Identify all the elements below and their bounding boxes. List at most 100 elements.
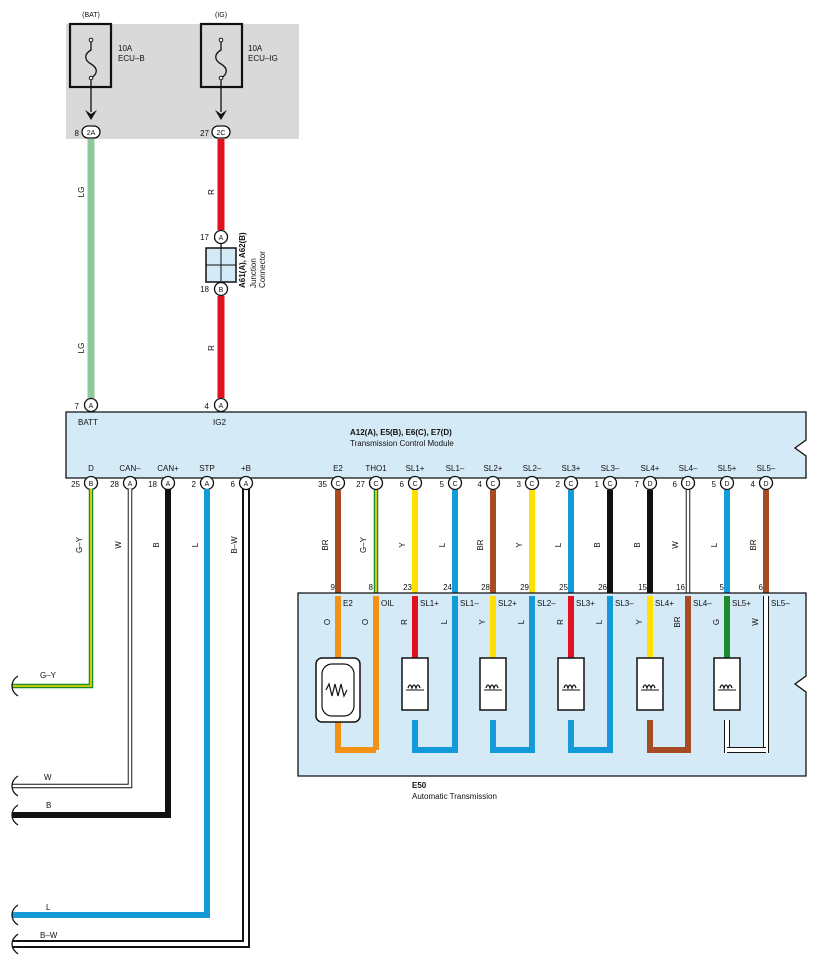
tcm-pin-connector: C [447, 475, 463, 491]
junction-line2: Connector [258, 251, 267, 288]
transmission-pin-num: 9 [331, 583, 336, 592]
wire-code-label: G–Y [75, 536, 84, 553]
wire-code-label: L [710, 542, 719, 547]
inner-wire-label: Y [635, 619, 644, 625]
tcm-top-pin-connector [83, 397, 99, 413]
wire-break-icon [11, 775, 19, 797]
tcm-pin-num: 4 [478, 480, 483, 489]
transmission-pin-num: 8 [369, 583, 374, 592]
junction-ref: A61(A), A62(B) [238, 232, 247, 288]
wire-break-icon [11, 904, 19, 926]
ig-label: (IG) [215, 12, 227, 19]
fuse-icon [215, 40, 227, 87]
tcm-pin-code: C [568, 481, 573, 488]
left-harness [11, 489, 250, 955]
tcm-top-pin-num: 7 [75, 402, 80, 411]
tcm-pin-num: 28 [110, 480, 119, 489]
transmission-pin-name: SL4– [693, 599, 712, 608]
connector-2a [81, 125, 101, 139]
transmission-pin-name: SL5– [771, 599, 790, 608]
lead-label-b: B [46, 801, 51, 810]
tcm-pin-name: SL1+ [406, 464, 425, 473]
wire-break-icon [11, 804, 19, 826]
fuse-box [66, 24, 299, 139]
tcm-pin-name: SL3– [601, 464, 620, 473]
tcm-pin-num: 2 [556, 480, 561, 489]
transmission-pin-num: 23 [403, 583, 412, 592]
conn2-code: 2C [217, 130, 226, 137]
connector-2c [211, 125, 231, 139]
tcm-pin-code: A [166, 481, 171, 488]
solenoid-icon [636, 657, 664, 711]
tcm-pin-connector: A [199, 475, 215, 491]
tcm-top-pin-connector [213, 397, 229, 413]
connector-arrow-icon [215, 110, 227, 120]
inner-wire-label: G [712, 619, 721, 625]
wire-code-label: B [593, 542, 602, 547]
tcm-pin-name: D [88, 464, 94, 473]
wire-code-label: BR [749, 539, 758, 550]
tcm-pin-connector: C [524, 475, 540, 491]
fuse2-rating: 10A [248, 44, 263, 53]
transmission-pin-num: 25 [559, 583, 568, 592]
wire-code-label: W [671, 541, 680, 549]
fuse2-name: ECU–IG [248, 54, 278, 63]
inner-wire-label: L [517, 619, 526, 624]
tcm-bottom-pins: D CAN– CAN+ STP +B E2 THO1 SL1+ SL1– SL2… [88, 464, 776, 473]
wire-label-lg-lower: LG [77, 343, 86, 354]
tcm-pin-name: SL2– [523, 464, 542, 473]
tcm-pin-name: SL3+ [562, 464, 581, 473]
conn1-code: 2A [87, 130, 96, 137]
solenoid-icon [401, 657, 429, 711]
wire-code-label: Y [515, 542, 524, 548]
tcm-pin-code: C [452, 481, 457, 488]
junction-code-top: A [219, 235, 224, 242]
inner-wire-label: O [361, 619, 370, 625]
automatic-transmission [297, 592, 807, 777]
tcm-pin-name: STP [199, 464, 215, 473]
inner-wire-label: O [323, 619, 332, 625]
tcm-pin-name: SL4+ [641, 464, 660, 473]
transmission-pin-name: SL5+ [732, 599, 751, 608]
tcm-top-pin-code: A [89, 403, 94, 410]
tcm-pin-code: C [373, 481, 378, 488]
tcm-pin-name: SL5+ [718, 464, 737, 473]
tcm-pin-num: 5 [440, 480, 445, 489]
solenoid-icon [557, 657, 585, 711]
tcm-pin-connector: C [330, 475, 346, 491]
transmission-pin-num: 5 [720, 583, 725, 592]
tcm-pin-num: 27 [356, 480, 365, 489]
tcm-pin-name: CAN+ [157, 464, 179, 473]
junction-pin-bottom: 18 [200, 285, 209, 294]
tcm-pin-batt: BATT [78, 418, 98, 427]
solenoid-icon [713, 657, 741, 711]
tcm-pin-num: 7 [635, 480, 640, 489]
wire-break-icon [11, 933, 19, 955]
inner-wire-label: R [400, 619, 409, 625]
tcm-pin-name: SL1– [446, 464, 465, 473]
lead-label-w: W [44, 773, 52, 782]
wire-label-r-upper: R [207, 189, 216, 195]
tcm-pin-code: C [335, 481, 340, 488]
transmission-name: Automatic Transmission [412, 792, 497, 801]
tcm-top-pin-code: A [219, 403, 224, 410]
tcm-pin-name: SL2+ [484, 464, 503, 473]
wire-code-label: B [633, 542, 642, 547]
wire-label-r-lower: R [207, 345, 216, 351]
tcm-pin-name: SL5– [757, 464, 776, 473]
inner-wire-label: BR [673, 616, 682, 627]
transmission-internals: 9E28OIL23SL1+24SL1–28SL2+29SL2–25SL3+26S… [315, 583, 790, 753]
bat-label: (BAT) [82, 12, 100, 19]
tcm-pin-connector: A [160, 475, 176, 491]
fuse1-rating: 10A [118, 44, 133, 53]
wire-code-label: G–Y [359, 536, 368, 553]
junction-pin-top: 17 [200, 233, 209, 242]
transmission-pin-num: 26 [598, 583, 607, 592]
tcm-pin-num: 6 [400, 480, 405, 489]
wire-code-label: B–W [230, 536, 239, 554]
transmission-pin-name: SL3– [615, 599, 634, 608]
